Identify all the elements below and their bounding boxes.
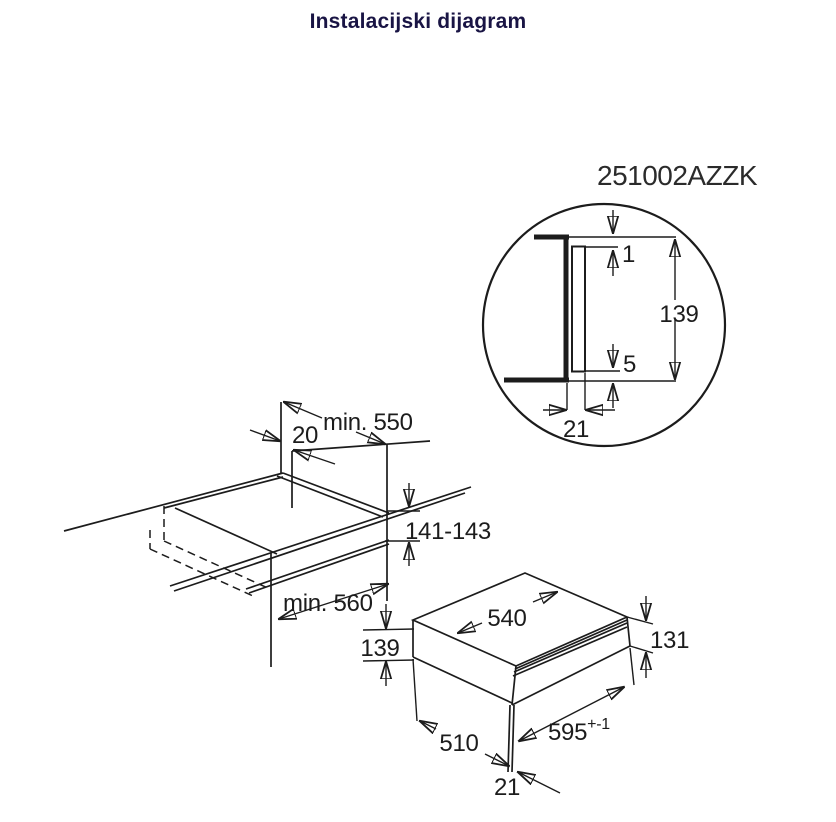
dim-label-appliance-body-depth: 510 (439, 730, 478, 757)
dim-label-detail-panel-height: 139 (659, 301, 698, 328)
dim-label-appliance-body-height: 139 (360, 635, 399, 662)
dim-label-niche-width: min. 560 (283, 590, 373, 617)
model-number: 251002AZZK (597, 160, 758, 191)
dim-label-appliance-front-height: 131 (650, 627, 689, 654)
page-title: Instalacijski dijagram (309, 10, 527, 33)
dim-label-appliance-top-width: 540 (487, 605, 526, 632)
dim-label-niche-height: 141-143 (405, 518, 491, 545)
dim-label-niche-depth: min. 550 (323, 409, 413, 436)
dim-label-appliance-panel-thickness: 21 (494, 774, 520, 801)
dim-label-niche-rear-clearance: 20 (292, 422, 318, 449)
dim-label-detail-panel-thickness: 21 (563, 416, 589, 443)
detail-circle: 1 5 139 21 (481, 202, 727, 448)
appliance-drawing: 540 131 139 595+-1 510 21 (360, 572, 689, 801)
dim-label-detail-top-gap: 1 (622, 241, 635, 268)
dim-label-appliance-front-width: 595+-1 (548, 716, 610, 746)
cabinet-niche-drawing: min. 550 20 141-143 min. 560 (63, 402, 491, 667)
dim-label-detail-bottom-gap: 5 (623, 351, 636, 378)
